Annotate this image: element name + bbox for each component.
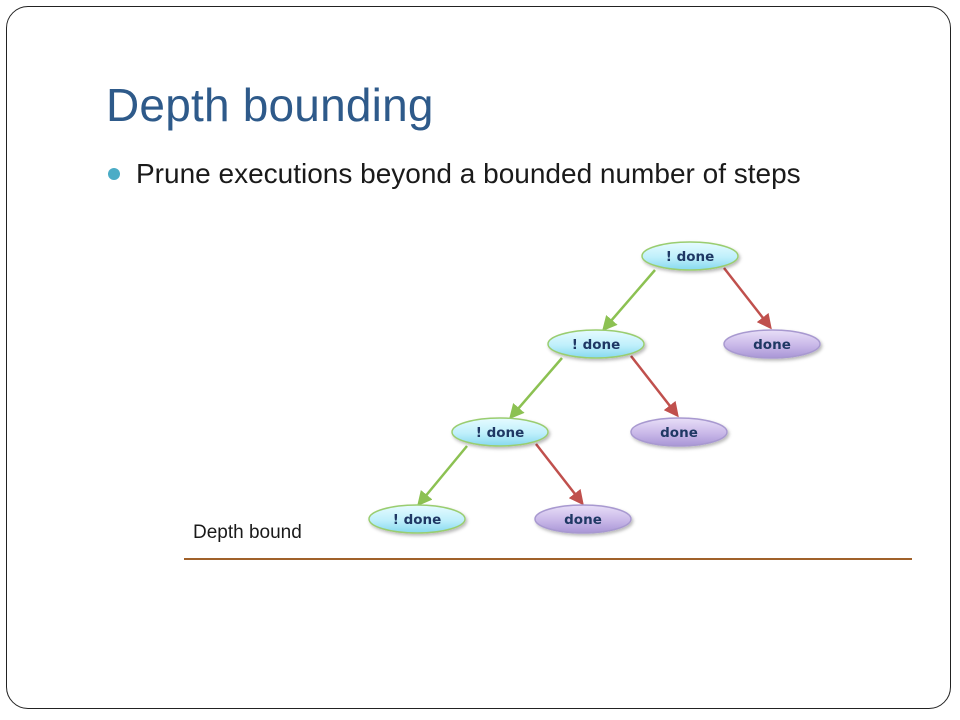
edge-n1-n2 <box>602 269 656 332</box>
node-label: done <box>660 425 698 441</box>
tree-node-root: ! done <box>641 241 739 271</box>
edge-n2-n4 <box>509 357 563 420</box>
bullet-item: Prune executions beyond a bounded number… <box>108 158 801 190</box>
node-label: ! done <box>666 249 715 265</box>
bullet-text: Prune executions beyond a bounded number… <box>136 158 801 189</box>
slide-frame <box>6 6 951 709</box>
node-label: ! done <box>572 337 621 353</box>
tree-node-level2-left: ! done <box>451 417 549 447</box>
tree-node-level3-right: done <box>534 504 632 534</box>
edge-n4-n7 <box>535 443 584 506</box>
tree-node-level3-left: ! done <box>368 504 466 534</box>
node-label: ! done <box>476 425 525 441</box>
depth-bound-label: Depth bound <box>193 522 302 543</box>
node-label: ! done <box>393 512 442 528</box>
node-label: done <box>753 337 791 353</box>
tree-node-level1-left: ! done <box>547 329 645 359</box>
node-label: done <box>564 512 602 528</box>
bullet-dot <box>108 168 120 180</box>
tree-node-level1-right: done <box>723 329 821 359</box>
edge-n1-n3 <box>723 267 772 330</box>
slide-title: Depth bounding <box>106 79 434 131</box>
edge-n4-n6 <box>417 445 468 507</box>
tree-node-level2-right: done <box>630 417 728 447</box>
edge-n2-n5 <box>630 355 679 418</box>
